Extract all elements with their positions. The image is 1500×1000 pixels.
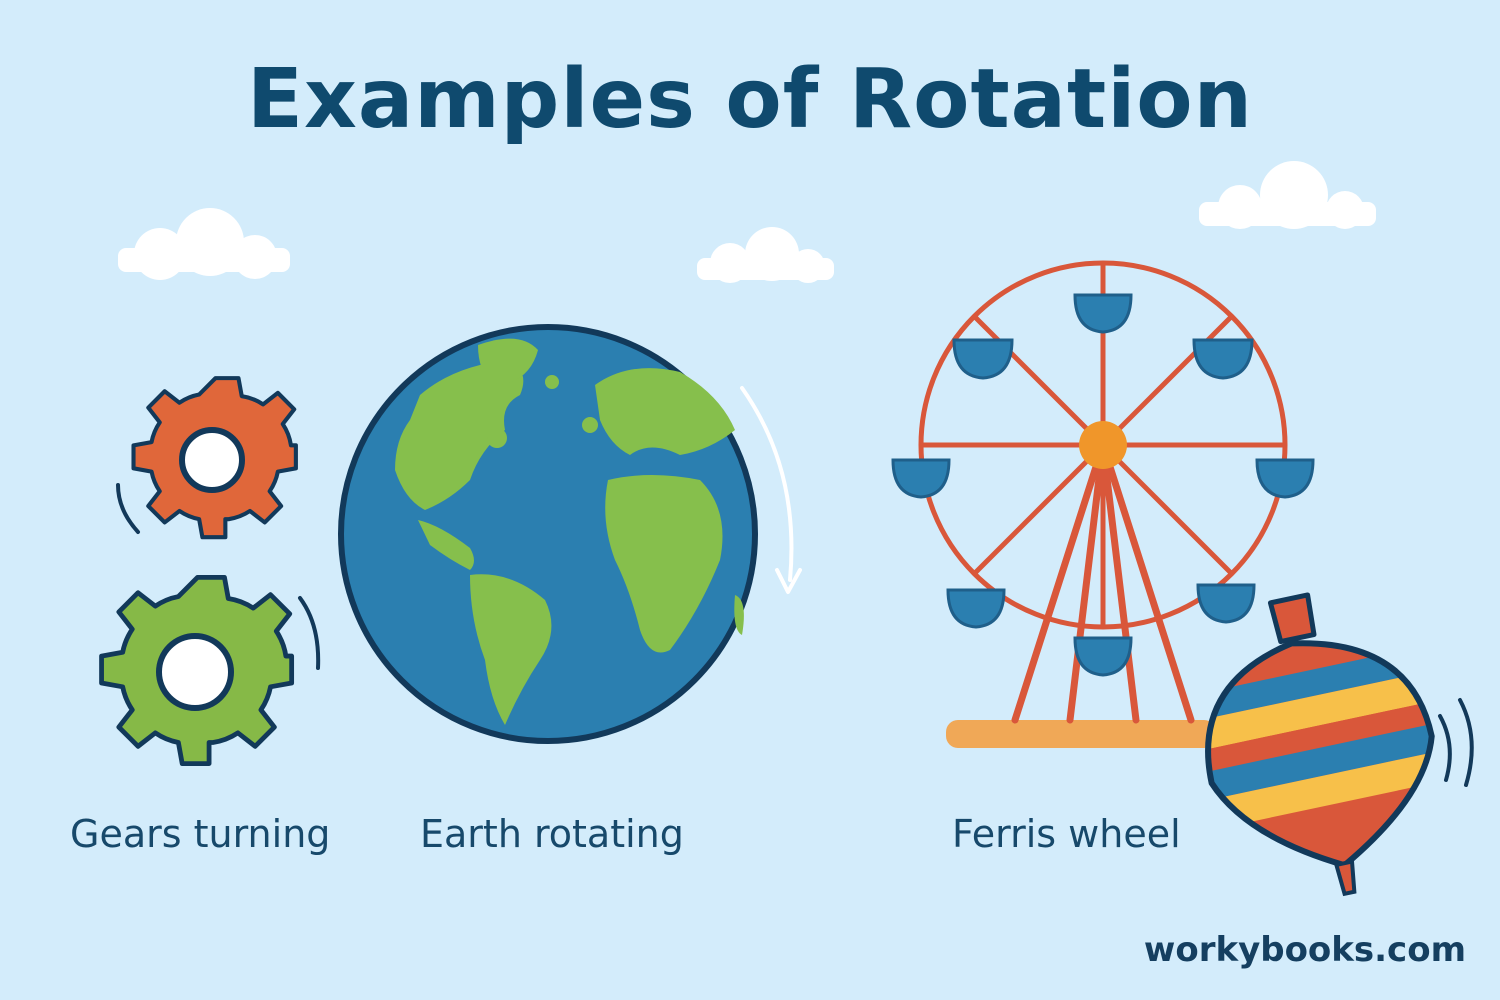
page-title: Examples of Rotation (246, 52, 1254, 147)
cloud-icon (697, 227, 834, 283)
brand-logo-text: workybooks.com (1143, 930, 1466, 970)
ferris-wheel-icon (891, 260, 1315, 748)
cloud-icon (1199, 161, 1376, 229)
gears-label: Gears turning (70, 812, 331, 856)
cloud-icon (118, 208, 290, 280)
motion-lines-icon (116, 483, 321, 670)
earth-icon (338, 324, 802, 744)
orange-gear-icon (131, 376, 298, 540)
green-gear-icon (99, 574, 295, 767)
earth-label: Earth rotating (420, 812, 684, 856)
ferris-wheel-label: Ferris wheel (952, 812, 1181, 856)
spinning-top-icon (1186, 592, 1455, 897)
motion-lines-icon (1438, 698, 1474, 787)
